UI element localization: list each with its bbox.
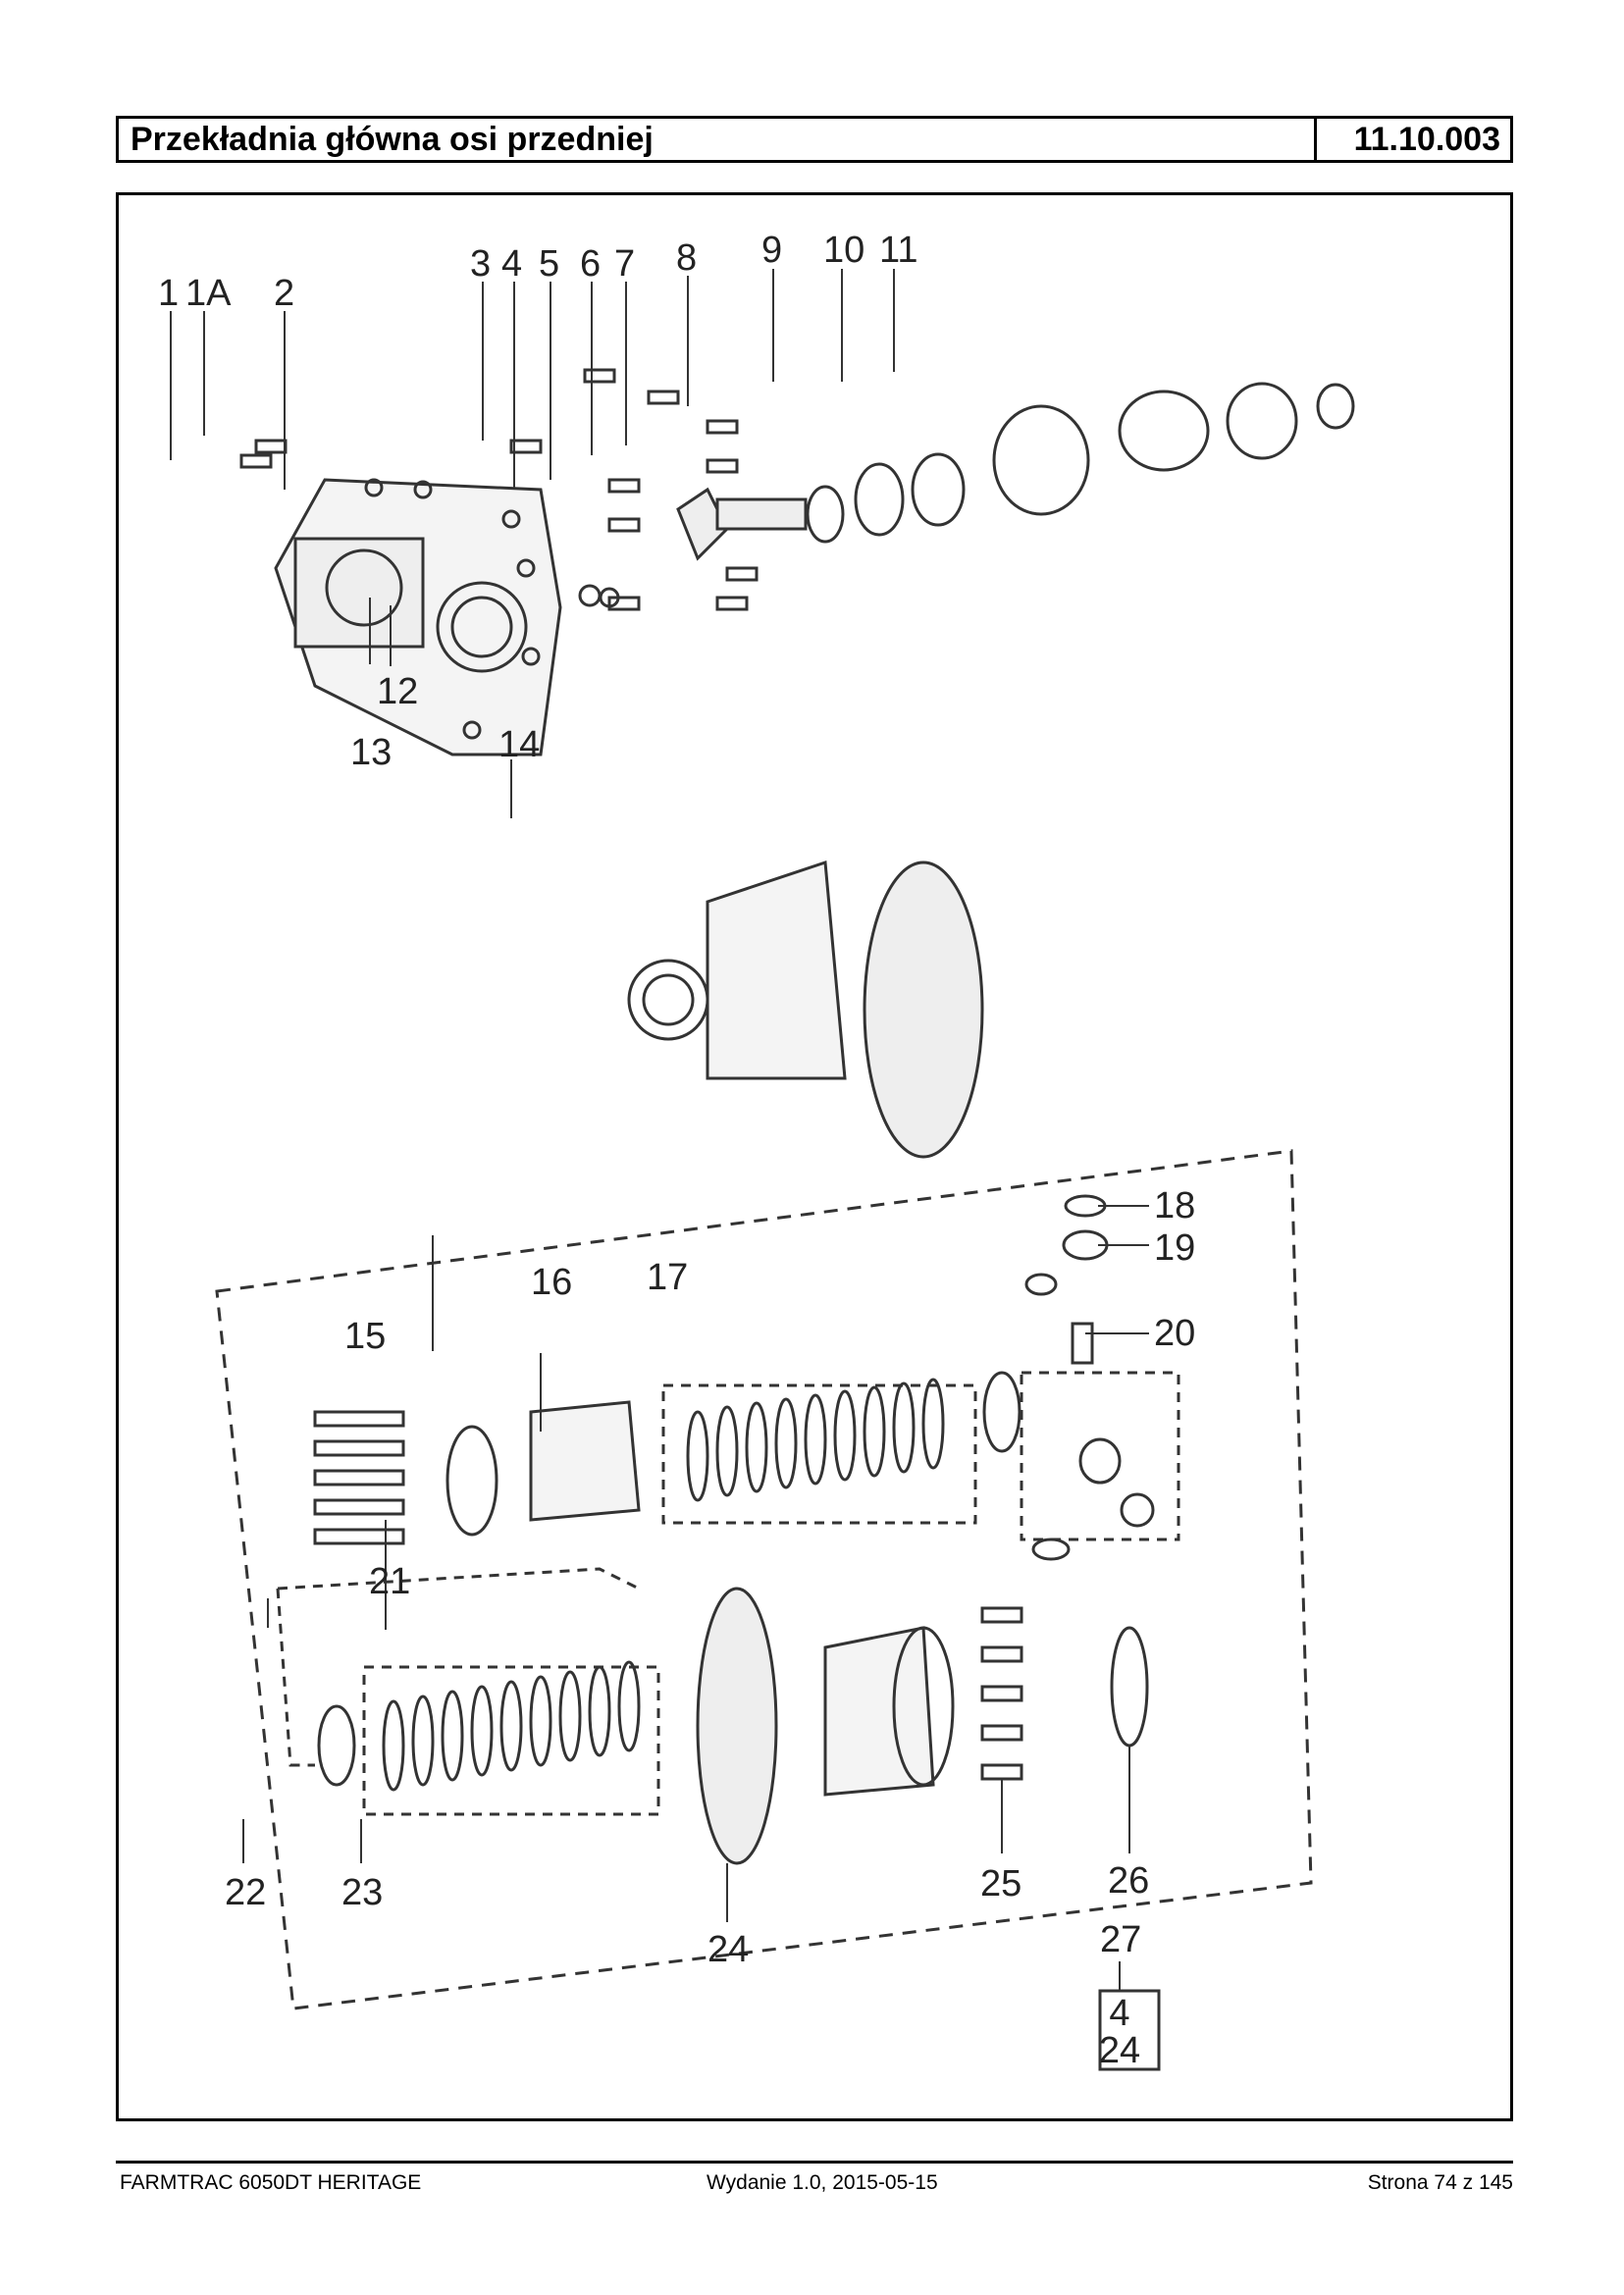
callout-17: 17 [647, 1257, 688, 1298]
callout-8: 8 [676, 237, 697, 279]
callout-7: 7 [614, 243, 635, 285]
callout-10: 10 [823, 230, 864, 271]
kit-box-line1: 4 [1109, 1993, 1129, 2034]
callout-20: 20 [1154, 1313, 1195, 1354]
shim-part-8 [992, 404, 1090, 516]
callout-23: 23 [341, 1872, 383, 1913]
spider-frame [1020, 1371, 1180, 1541]
ring-gear-24 [696, 1587, 778, 1865]
callout-25: 25 [980, 1863, 1022, 1904]
callout-3: 3 [470, 243, 491, 285]
cup-part-9 [1118, 390, 1210, 472]
callout-26: 26 [1108, 1860, 1149, 1902]
bolts-group-15 [313, 1410, 405, 1545]
callout-16: 16 [531, 1262, 572, 1303]
seal-part-26 [1110, 1626, 1149, 1747]
diagram-svg: 1 1A 2 3 4 5 6 7 8 9 10 11 12 13 14 15 1… [158, 230, 1355, 2071]
callout-15: 15 [344, 1316, 386, 1357]
washer-part-13 [578, 584, 602, 607]
bolts-group-3 [239, 368, 759, 611]
case-part-lower [823, 1626, 935, 1797]
callout-5: 5 [539, 243, 559, 285]
clutch-discs-23 [362, 1660, 660, 1816]
callout-12: 12 [377, 671, 418, 712]
differential-assembly [627, 860, 984, 1159]
callout-4: 4 [501, 243, 522, 285]
housing-part [274, 478, 562, 756]
clutch-discs-16 [661, 1378, 977, 1525]
section-code: 11.10.003 [1353, 121, 1500, 158]
callout-19: 19 [1154, 1227, 1195, 1269]
callout-22: 22 [225, 1872, 266, 1913]
footer-edition: Wydanie 1.0, 2015-05-15 [707, 2171, 938, 2194]
page-title: Przekładnia główna osi przedniej [119, 119, 1317, 160]
callout-9: 9 [761, 230, 782, 271]
callout-6: 6 [580, 243, 601, 285]
callout-14: 14 [498, 724, 540, 765]
kit-box [1098, 1989, 1161, 2071]
gear-part-10 [1226, 382, 1298, 460]
callout-18: 18 [1154, 1185, 1195, 1226]
callout-11: 11 [879, 230, 917, 271]
seal-part [445, 1425, 498, 1537]
case-part-21 [529, 1400, 641, 1522]
bolts-group-25 [980, 1606, 1023, 1781]
bearing-part-6 [854, 462, 905, 537]
callout-21: 21 [369, 1561, 410, 1602]
footer-model: FARMTRAC 6050DT HERITAGE [120, 2171, 422, 2194]
kit-box-line2: 24 [1099, 2030, 1140, 2071]
nut-part-11 [1316, 383, 1355, 430]
page-header: Przekładnia główna osi przedniej 11.10.0… [116, 116, 1513, 163]
ring-part-5 [806, 485, 845, 544]
plug-part-12 [599, 587, 620, 608]
pinion-part [676, 487, 808, 561]
bearing-part-7 [911, 452, 966, 527]
footer-divider [116, 2161, 1513, 2164]
footer-page-number: Strona 74 z 145 [1367, 2171, 1513, 2194]
callout-1: 1 [158, 273, 179, 314]
callout-1a: 1A [185, 273, 232, 314]
callout-13: 13 [350, 732, 392, 773]
side-gear-22 [317, 1704, 356, 1787]
callout-24: 24 [707, 1929, 749, 1970]
cross-shaft-20 [1071, 1322, 1094, 1365]
case-flange [892, 1626, 955, 1787]
kit-group-frame [215, 1149, 1313, 2010]
exploded-parts-diagram: 1 1A 2 3 4 5 6 7 8 9 10 11 12 13 14 15 1… [116, 192, 1513, 2121]
callout-27: 27 [1100, 1919, 1141, 1960]
side-gear-17 [982, 1371, 1022, 1453]
callout-2: 2 [274, 273, 294, 314]
